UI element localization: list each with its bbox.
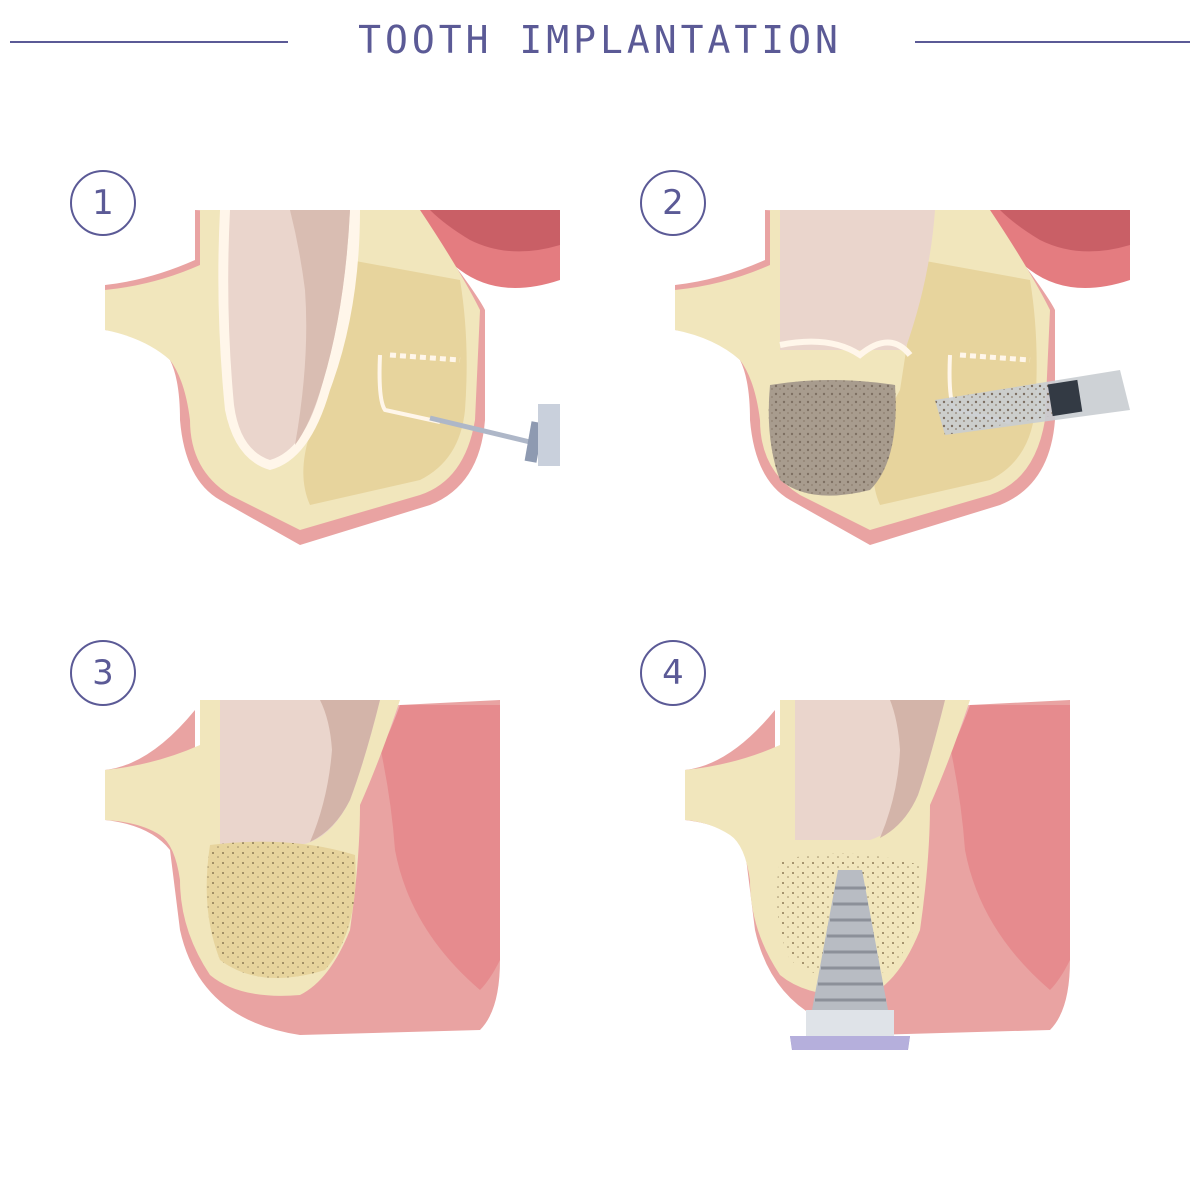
title-rule-left <box>10 41 288 43</box>
step-number-badge: 2 <box>640 170 706 236</box>
drill-icon <box>429 404 560 466</box>
page-title: TOOTH IMPLANTATION <box>358 18 842 62</box>
step-1-panel: 1 <box>60 160 560 580</box>
step-2-illustration <box>675 210 1130 545</box>
title-rule-right <box>915 41 1190 43</box>
step-4-panel: 4 <box>630 630 1130 1050</box>
step-3-illustration <box>105 700 500 1035</box>
implant-icon <box>790 870 910 1050</box>
step-4-illustration <box>685 700 1070 1050</box>
syringe-icon <box>935 370 1130 435</box>
step-1-illustration <box>105 210 560 545</box>
step-number-badge: 4 <box>640 640 706 706</box>
bone-graft-icon <box>206 841 356 978</box>
step-number-badge: 3 <box>70 640 136 706</box>
step-2-panel: 2 <box>630 160 1130 580</box>
step-number-badge: 1 <box>70 170 136 236</box>
step-3-panel: 3 <box>60 630 560 1050</box>
